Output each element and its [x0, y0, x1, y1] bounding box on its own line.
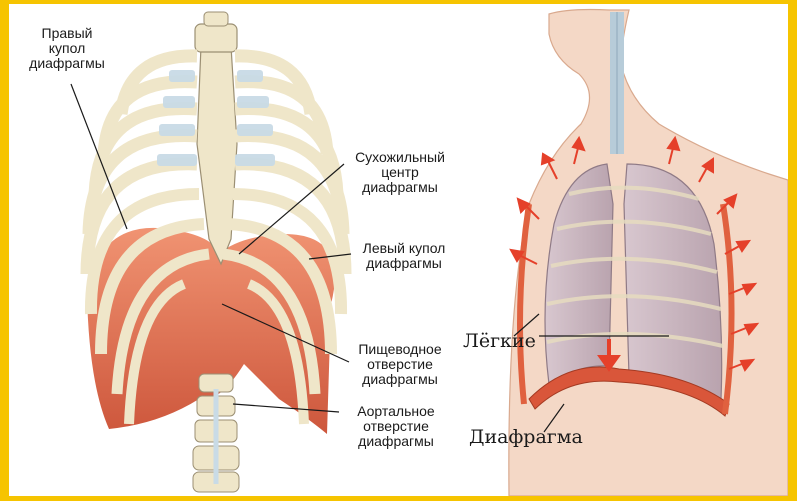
sternum	[197, 46, 237, 264]
label-tendon-center: Сухожильный центр диафрагмы	[345, 150, 455, 195]
label-aortic-opening: Аортальное отверстие диафрагмы	[341, 404, 451, 449]
label-esophageal-opening: Пищеводное отверстие диафрагмы	[345, 342, 455, 387]
label-diaphragm: Диафрагма	[469, 426, 583, 448]
label-right-dome: Правый купол диафрагмы	[19, 26, 115, 71]
label-left-dome: Левый купол диафрагмы	[349, 241, 459, 271]
manubrium	[195, 24, 237, 52]
label-lungs: Лёгкие	[463, 330, 536, 352]
rib-cage-drawing	[87, 12, 345, 492]
